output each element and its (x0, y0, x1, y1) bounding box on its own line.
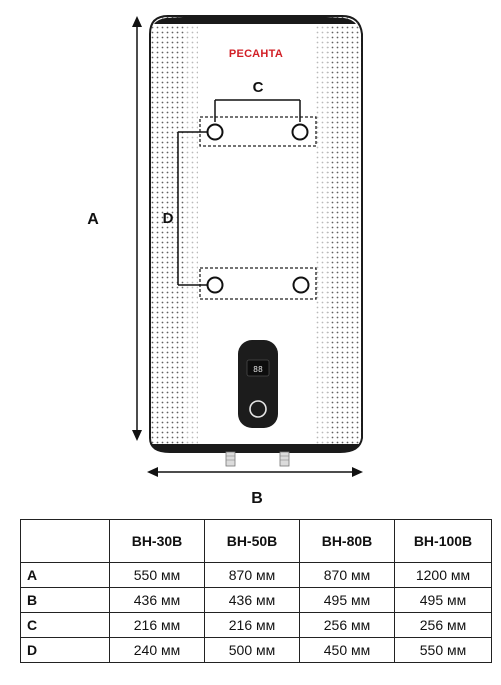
dimension-b: B (147, 467, 363, 507)
table-cell: 240 мм (109, 637, 205, 663)
brand-logo: РЕСАНТА (229, 48, 283, 60)
table-cell: 436 мм (204, 587, 300, 613)
table-cell: 256 мм (299, 612, 395, 638)
table-header-vn-30v: ВН-30В (109, 519, 205, 563)
top-left-mounting-hole (206, 123, 224, 141)
control-panel: 88 (238, 340, 278, 428)
table-cell: 550 мм (394, 637, 492, 663)
table-cell: 256 мм (394, 612, 492, 638)
table-row: B 436 мм 436 мм 495 мм 495 мм (20, 587, 492, 613)
table-row: C 216 мм 216 мм 256 мм 256 мм (20, 612, 492, 638)
table-row: A 550 мм 870 мм 870 мм 1200 мм (20, 562, 492, 588)
svg-text:88: 88 (253, 365, 263, 374)
top-mounting-bracket (199, 116, 317, 147)
row-label-a: A (20, 562, 110, 588)
dimension-label-c: C (253, 79, 264, 96)
table-cell: 870 мм (299, 562, 395, 588)
row-label-c: C (20, 612, 110, 638)
dimension-a: A (87, 16, 142, 441)
table-cell: 495 мм (299, 587, 395, 613)
dimension-c: C (214, 79, 301, 122)
table-header-corner (20, 519, 110, 563)
dimension-label-a: A (87, 211, 99, 228)
dimension-label-d: D (163, 210, 174, 227)
dimensions-table: ВН-30В ВН-50В ВН-80В ВН-100В A 550 мм 87… (20, 519, 492, 663)
water-connection-pipes (225, 451, 290, 467)
table-cell: 495 мм (394, 587, 492, 613)
row-label-d: D (20, 637, 110, 663)
digital-display-icon: 88 (246, 359, 270, 377)
table-cell: 500 мм (204, 637, 300, 663)
table-header-vn-50v: ВН-50В (204, 519, 300, 563)
control-knob-icon (249, 400, 267, 418)
bottom-mounting-bracket (199, 267, 317, 300)
table-cell: 870 мм (204, 562, 300, 588)
table-cell: 1200 мм (394, 562, 492, 588)
table-cell: 216 мм (109, 612, 205, 638)
table-cell: 216 мм (204, 612, 300, 638)
dimension-d: D (163, 131, 208, 286)
table-header-vn-80v: ВН-80В (299, 519, 395, 563)
water-heater-diagram: РЕСАНТА C D 88 (87, 15, 363, 507)
row-label-b: B (20, 587, 110, 613)
table-row: D 240 мм 500 мм 450 мм 550 мм (20, 637, 492, 663)
dimension-label-b: B (251, 490, 263, 507)
bottom-right-mounting-hole (292, 276, 310, 294)
table-header-vn-100v: ВН-100В (394, 519, 492, 563)
table-header-row: ВН-30В ВН-50В ВН-80В ВН-100В (20, 519, 492, 563)
table-cell: 550 мм (109, 562, 205, 588)
table-cell: 436 мм (109, 587, 205, 613)
bottom-left-mounting-hole (206, 276, 224, 294)
table-cell: 450 мм (299, 637, 395, 663)
top-right-mounting-hole (291, 123, 309, 141)
